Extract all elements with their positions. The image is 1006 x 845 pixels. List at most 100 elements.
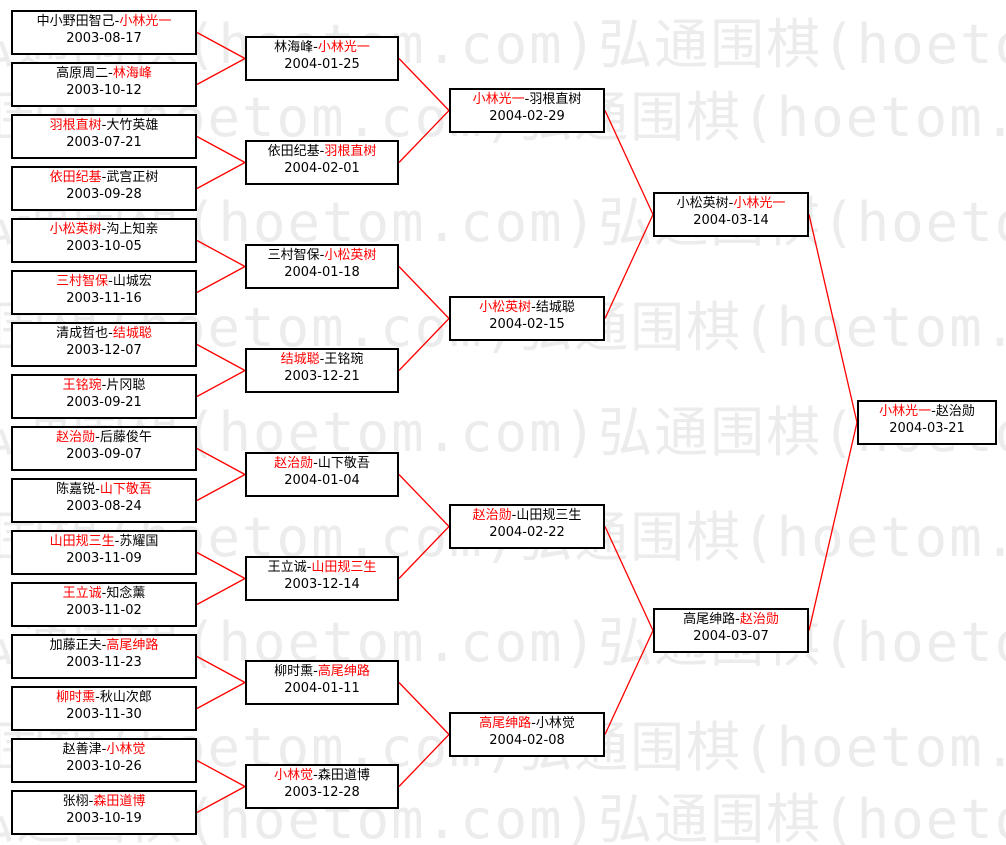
player-name: 知念薰 bbox=[106, 586, 146, 601]
bracket-connector bbox=[398, 266, 450, 319]
match-date: 2003-07-21 bbox=[66, 135, 142, 150]
player-name: 大竹英雄 bbox=[106, 118, 159, 133]
match-date: 2003-11-30 bbox=[66, 707, 142, 722]
match-players: 王立诚-山田规三生 bbox=[247, 559, 397, 576]
bracket-connector bbox=[196, 135, 246, 164]
match-date: 2004-02-29 bbox=[489, 109, 565, 124]
bracket-connector bbox=[398, 58, 450, 111]
match-date: 2003-10-26 bbox=[66, 759, 142, 774]
winner-name: 三村智保 bbox=[56, 274, 109, 289]
bracket-connector bbox=[196, 655, 246, 684]
player-name: 赵善津 bbox=[62, 742, 102, 757]
versus-dash: - bbox=[95, 482, 100, 497]
winner-name: 王铭琬 bbox=[62, 378, 102, 393]
player-name: 森田道博 bbox=[317, 768, 370, 783]
winner-name: 赵治勋 bbox=[56, 430, 96, 445]
versus-dash: - bbox=[108, 326, 113, 341]
player-name: 三村智保 bbox=[267, 248, 320, 263]
player-name: 秋山次郎 bbox=[99, 690, 152, 705]
match-players: 羽根直树-大竹英雄 bbox=[13, 117, 195, 134]
versus-dash: - bbox=[101, 638, 107, 653]
player-name: 柳时熏 bbox=[274, 664, 314, 679]
match-players: 赵治勋-山下敬吾 bbox=[247, 455, 397, 472]
winner-name: 林海峰 bbox=[112, 66, 152, 81]
player-name: 依田纪基 bbox=[267, 144, 320, 159]
winner-name: 小林光一 bbox=[733, 196, 786, 211]
bracket-connector bbox=[196, 551, 246, 580]
versus-dash: - bbox=[108, 274, 113, 289]
versus-dash: - bbox=[108, 66, 113, 81]
bracket-connector bbox=[196, 369, 246, 398]
player-name: 张栩 bbox=[62, 794, 89, 809]
player-name: 沟上知亲 bbox=[106, 222, 159, 237]
winner-name: 山田规三生 bbox=[49, 534, 115, 549]
bracket-connector bbox=[604, 630, 654, 735]
match-date: 2003-12-28 bbox=[284, 785, 360, 800]
versus-dash: - bbox=[114, 534, 120, 549]
match-players: 柳时熏-秋山次郎 bbox=[13, 689, 195, 706]
versus-dash: - bbox=[88, 794, 94, 809]
player-name: 后藤俊午 bbox=[99, 430, 152, 445]
match-date: 2003-10-05 bbox=[66, 239, 142, 254]
match-date: 2004-02-15 bbox=[489, 317, 565, 332]
versus-dash: - bbox=[735, 612, 740, 627]
winner-name: 高尾绅路 bbox=[479, 716, 532, 731]
player-name: 山下敬吾 bbox=[317, 456, 370, 471]
player-name: 结城聪 bbox=[535, 300, 575, 315]
player-name: 陈嘉锐 bbox=[56, 482, 96, 497]
winner-name: 小林觉 bbox=[106, 742, 146, 757]
match-date: 2004-03-21 bbox=[889, 421, 965, 436]
versus-dash: - bbox=[101, 378, 107, 393]
match-date: 2004-01-25 bbox=[284, 57, 360, 72]
versus-dash: - bbox=[728, 196, 734, 211]
match-players: 赵治勋-后藤俊午 bbox=[13, 429, 195, 446]
match-date: 2003-09-07 bbox=[66, 447, 142, 462]
winner-name: 羽根直树 bbox=[49, 118, 102, 133]
winner-name: 山下敬吾 bbox=[99, 482, 152, 497]
match-players: 小林光一-羽根直树 bbox=[451, 91, 603, 108]
winner-name: 结城聪 bbox=[112, 326, 152, 341]
player-name: 高尾绅路 bbox=[683, 612, 736, 627]
winner-name: 结城聪 bbox=[280, 352, 320, 367]
winner-name: 依田纪基 bbox=[49, 170, 102, 185]
player-name: 高原周二 bbox=[56, 66, 109, 81]
player-name: 中小野田智己 bbox=[36, 14, 115, 29]
bracket-connector bbox=[196, 265, 246, 294]
versus-dash: - bbox=[531, 716, 536, 731]
winner-name: 羽根直树 bbox=[324, 144, 377, 159]
bracket-connector bbox=[398, 474, 450, 527]
bracket-connector bbox=[196, 239, 246, 268]
match-date: 2003-10-12 bbox=[66, 83, 142, 98]
versus-dash: - bbox=[101, 742, 107, 757]
versus-dash: - bbox=[524, 92, 530, 107]
bracket-connector bbox=[808, 422, 858, 631]
versus-dash: - bbox=[101, 118, 107, 133]
bracket-connector bbox=[398, 110, 450, 163]
player-name: 山田规三生 bbox=[516, 508, 582, 523]
versus-dash: - bbox=[101, 170, 107, 185]
match-players: 清成哲也-结城聪 bbox=[13, 325, 195, 342]
match-date: 2003-12-21 bbox=[284, 369, 360, 384]
bracket-connector bbox=[196, 577, 246, 606]
match-players: 王铭琬-片冈聪 bbox=[13, 377, 195, 394]
bracket-connector bbox=[196, 681, 246, 710]
match-players: 赵善津-小林觉 bbox=[13, 741, 195, 758]
player-name: 武宫正树 bbox=[106, 170, 159, 185]
versus-dash: - bbox=[313, 456, 318, 471]
